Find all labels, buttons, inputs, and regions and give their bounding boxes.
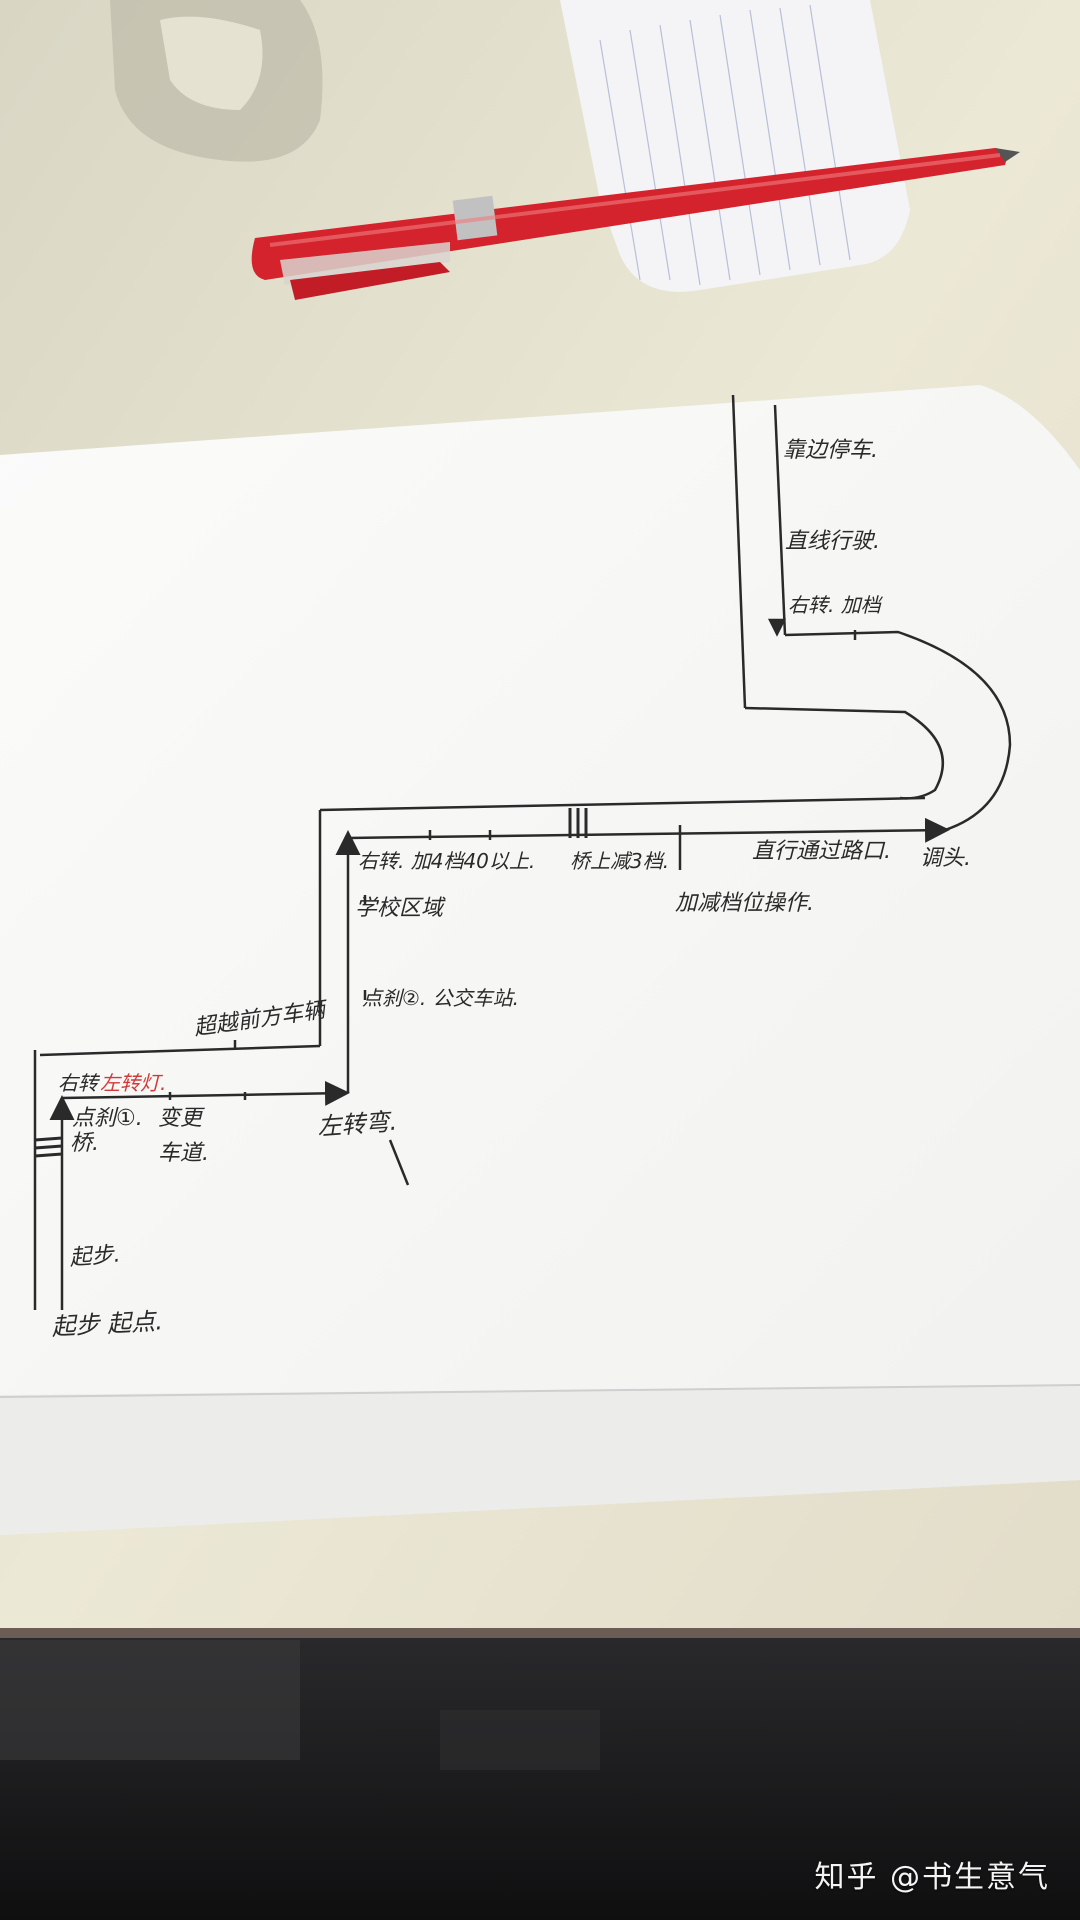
label-brake-1: 点刹①. bbox=[72, 1106, 143, 1131]
label-start-off: 起步. bbox=[69, 1242, 122, 1270]
label-straight-drive: 直线行驶. bbox=[785, 529, 880, 554]
label-bridge: 桥. bbox=[70, 1131, 99, 1156]
label-pull-over: 靠边停车. bbox=[783, 438, 878, 463]
label-accel-decel: 加减档位操作. bbox=[675, 891, 814, 916]
label-bridge-down3: 桥上减3档. bbox=[570, 849, 669, 873]
mug-handle-highlight bbox=[160, 16, 263, 111]
route-drawing bbox=[33, 394, 1012, 1310]
label-brake-2: 点刹②. 公交车站. bbox=[362, 986, 519, 1010]
paper-fold bbox=[0, 1385, 1080, 1535]
label-left-turn-bend: 左转弯. bbox=[316, 1107, 397, 1140]
drawing-paper bbox=[0, 385, 1080, 1535]
label-right-turn-gear: 右转. 加档 bbox=[788, 593, 884, 617]
watermark-text: 知乎 @书生意气 bbox=[814, 1860, 1050, 1895]
label-change-lane-2: 车道. bbox=[158, 1141, 209, 1166]
label-right-turn-accel: 右转. 加4档40以上. bbox=[358, 849, 535, 873]
label-right-turn-a: 右转 bbox=[58, 1071, 101, 1095]
label-school-zone: 学校区域 bbox=[355, 896, 446, 921]
label-change-lane-1: 变更 bbox=[158, 1106, 205, 1131]
table-edge bbox=[0, 1628, 1080, 1638]
label-u-turn: 调头. bbox=[920, 846, 971, 871]
label-straight-intersection: 直行通过路口. bbox=[752, 839, 891, 864]
red-pen bbox=[251, 148, 1020, 300]
label-start-point: 起步 起点. bbox=[51, 1307, 164, 1341]
label-right-turn-b: 左转灯. bbox=[100, 1071, 166, 1095]
